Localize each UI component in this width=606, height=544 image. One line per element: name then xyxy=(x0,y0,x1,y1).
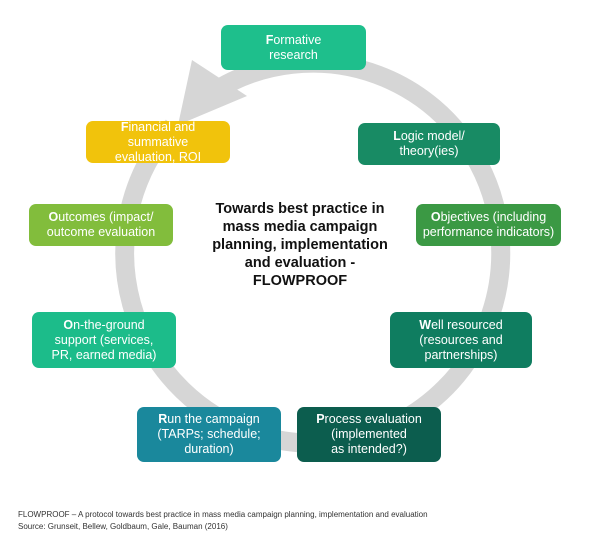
step-label: un the campaign (TARPs; schedule; durati… xyxy=(157,412,261,456)
diagram-title: Towards best practice in mass media camp… xyxy=(212,201,388,289)
caption-description: FLOWPROOF – A protocol towards best prac… xyxy=(18,510,428,519)
step-lead-letter: R xyxy=(158,412,168,426)
step-label: ell resourced (resources and partnership… xyxy=(419,317,503,362)
step-label: inancial and summative evaluation, ROI xyxy=(114,119,202,164)
step-lead-letter: F xyxy=(265,32,274,47)
step-logic-model: Logic model/ theory(ies) xyxy=(358,123,500,165)
step-on-the-ground-support: On-the-ground support (services, PR, ear… xyxy=(32,312,176,368)
step-outcomes: Outcomes (impact/ outcome evaluation xyxy=(29,204,173,246)
cycle-arrowhead xyxy=(178,60,247,125)
step-lead-letter: L xyxy=(393,129,401,143)
step-lead-letter: F xyxy=(120,119,129,134)
step-formative-research: Formative research xyxy=(221,25,366,70)
step-run-the-campaign: Run the campaign (TARPs; schedule; durat… xyxy=(137,407,281,462)
step-label: rocess evaluation (implemented as intend… xyxy=(324,412,422,456)
step-well-resourced: Well resourced (resources and partnershi… xyxy=(390,312,532,368)
step-label: ormative research xyxy=(269,32,322,62)
step-lead-letter: W xyxy=(419,317,432,332)
step-lead-letter: O xyxy=(48,210,59,224)
step-label: n-the-ground support (services, PR, earn… xyxy=(51,317,157,362)
step-lead-letter: O xyxy=(63,317,74,332)
step-financial-evaluation: Financial and summative evaluation, ROI xyxy=(86,119,230,164)
caption-source: Source: Grunseit, Bellew, Goldbaum, Gale… xyxy=(18,522,228,531)
step-label: ogic model/ theory(ies) xyxy=(399,129,465,158)
step-objectives: Objectives (including performance indica… xyxy=(416,204,561,246)
step-label: bjectives (including performance indicat… xyxy=(422,210,555,239)
step-label: utcomes (impact/ outcome evaluation xyxy=(46,210,156,239)
step-lead-letter: O xyxy=(430,210,441,224)
step-lead-letter: P xyxy=(316,412,325,426)
step-process-evaluation: Process evaluation (implemented as inten… xyxy=(297,407,441,462)
cycle-ring-path xyxy=(115,53,511,453)
figure-caption: FLOWPROOF – A protocol towards best prac… xyxy=(18,509,598,533)
